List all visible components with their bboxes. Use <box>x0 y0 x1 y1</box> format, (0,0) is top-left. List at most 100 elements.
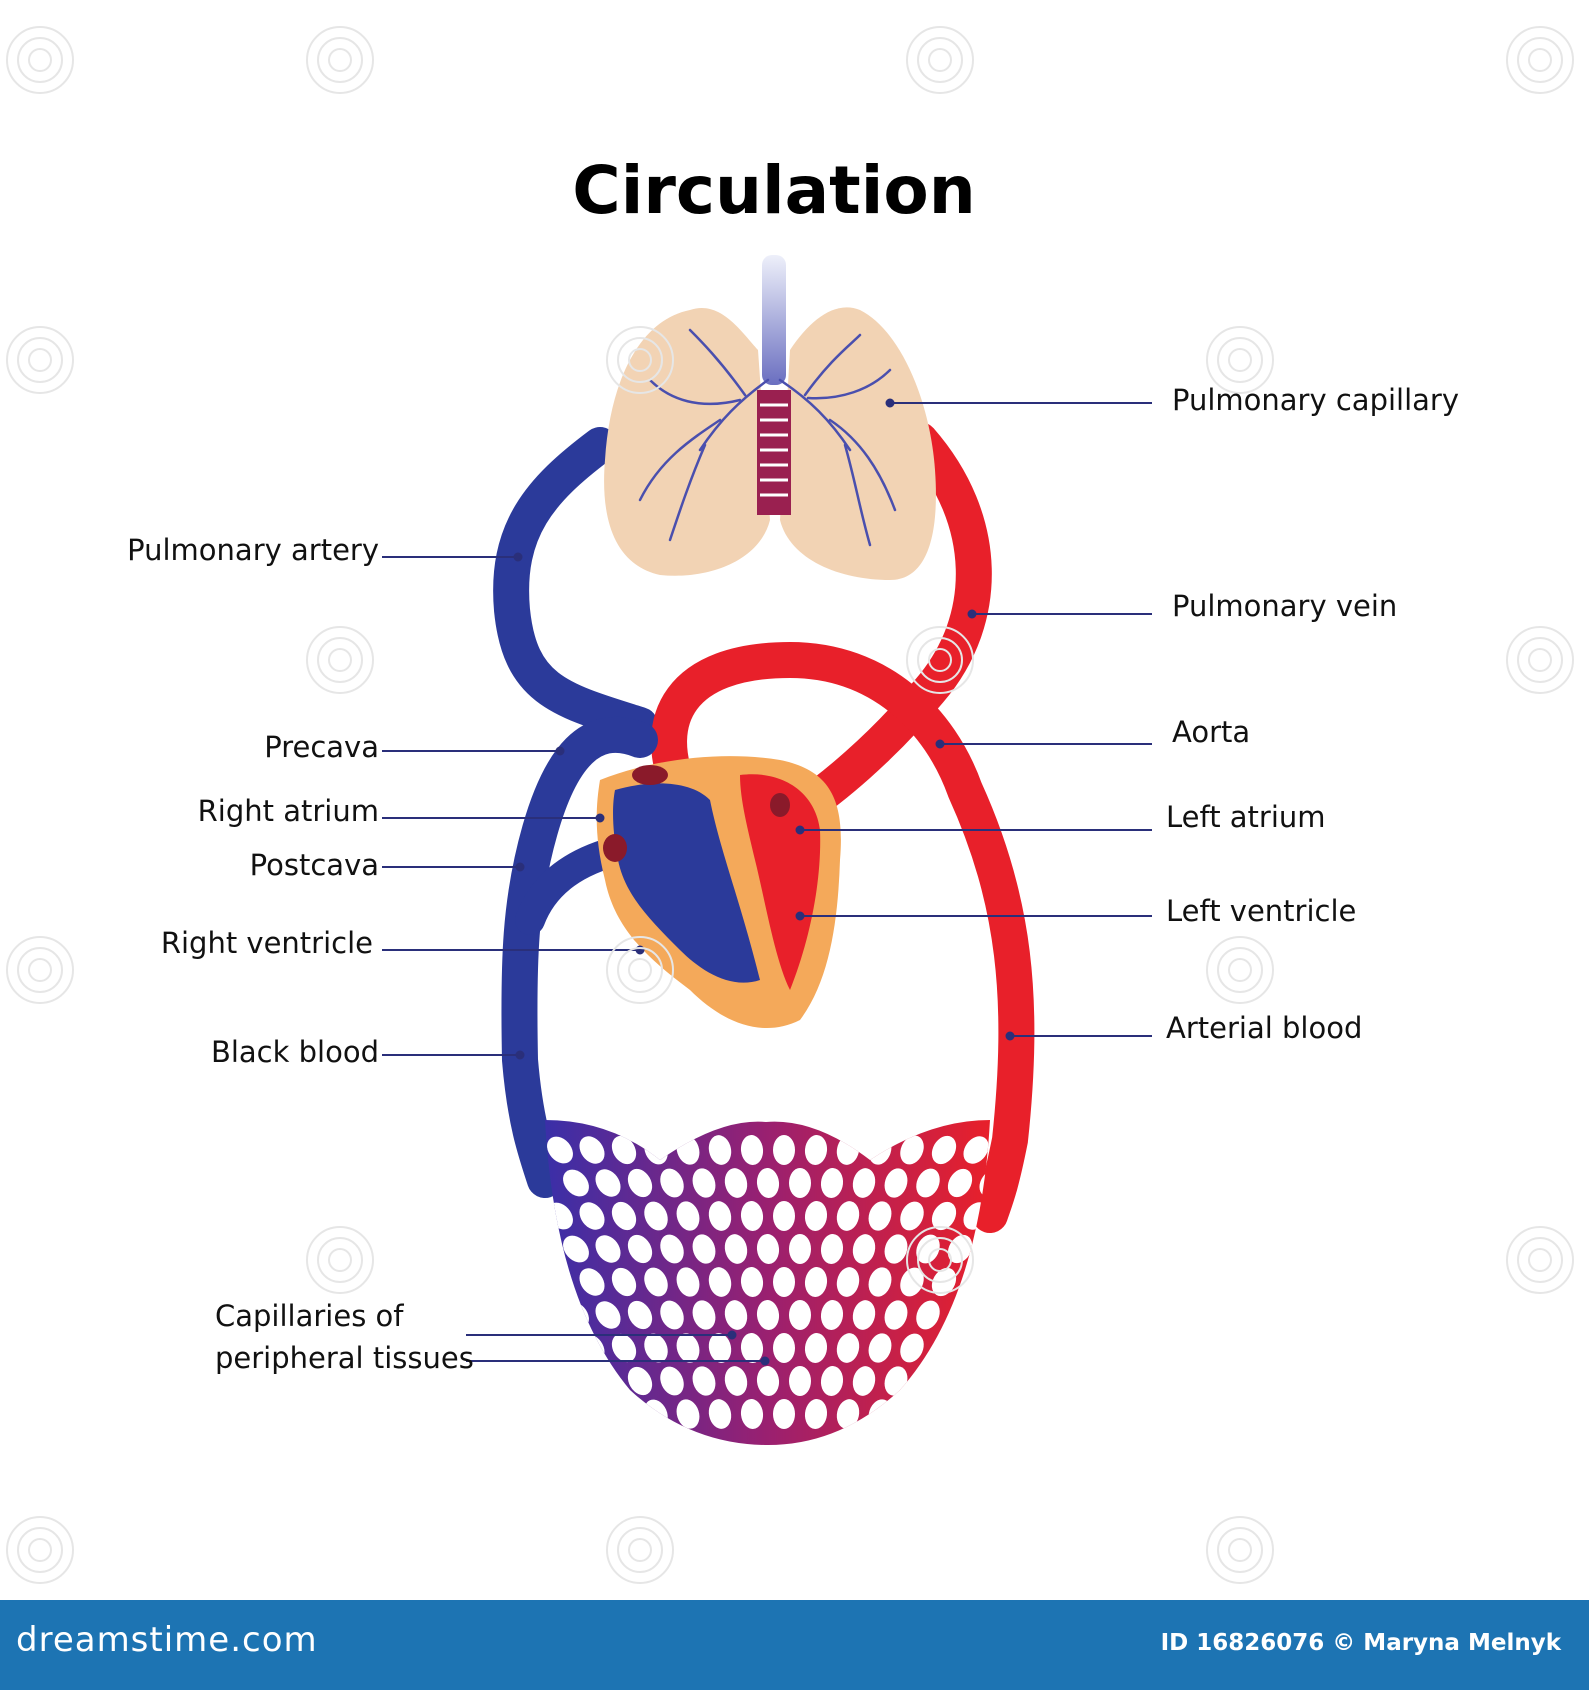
capillary-gap <box>579 1136 605 1164</box>
capillary-gap <box>740 1399 764 1429</box>
capillary-gap <box>789 1300 811 1330</box>
capillary-gap <box>676 1267 700 1297</box>
leader-dot <box>1005 1031 1015 1041</box>
label-pulmonary-artery: Pulmonary artery <box>127 533 379 567</box>
capillary-gap <box>979 1235 990 1263</box>
circulation-illustration <box>382 255 1152 1445</box>
footer-credit: ID 16826076 © Maryna Melnyk <box>1160 1630 1561 1656</box>
capillary-gap <box>884 1300 908 1330</box>
capillary-gap <box>804 1333 828 1363</box>
capillary-gap <box>708 1399 732 1429</box>
capillary-gap <box>692 1366 716 1396</box>
leader-dot <box>795 911 805 921</box>
capillary-gap <box>868 1201 892 1231</box>
footer-brand[interactable]: dreamstime.com <box>16 1620 318 1660</box>
capillary-gap <box>868 1267 892 1297</box>
capillary-gap <box>836 1201 860 1231</box>
capillary-gap <box>611 1201 637 1231</box>
label-right-ventricle: Right ventricle <box>160 926 373 960</box>
pulmonary-artery-vessel <box>493 427 658 743</box>
capillary-gap <box>676 1333 700 1363</box>
bronchial-tree <box>638 328 897 547</box>
capillary-gap <box>547 1136 573 1164</box>
capillary-gap <box>773 1135 795 1165</box>
capillary-gap <box>963 1400 989 1428</box>
leader-dot <box>935 739 945 749</box>
label-black-blood: Black blood <box>210 1035 379 1069</box>
capillary-gap <box>884 1168 908 1198</box>
heart <box>596 756 841 1029</box>
label-postcava: Postcava <box>249 848 379 882</box>
leader-dot <box>515 1050 525 1060</box>
capillary-gap <box>692 1234 716 1264</box>
capillary-gap <box>595 1169 621 1197</box>
capillary-gap <box>852 1168 876 1198</box>
capillary-gap <box>708 1267 732 1297</box>
leader-dot <box>967 609 977 619</box>
capillary-gap <box>804 1399 828 1429</box>
capillary-gap <box>724 1234 748 1264</box>
label-capillaries-line2: peripheral tissues <box>215 1341 474 1375</box>
capillary-gap <box>820 1234 844 1264</box>
capillary-gap <box>820 1366 844 1396</box>
vena-cava-opening <box>603 834 627 862</box>
capillary-gap <box>579 1400 605 1428</box>
capillary-gap <box>773 1267 795 1297</box>
capillary-gap <box>563 1235 589 1263</box>
capillary-gap <box>724 1300 748 1330</box>
diagram-title: Circulation <box>572 152 976 229</box>
label-right-atrium: Right atrium <box>197 794 379 828</box>
capillary-gap <box>852 1300 876 1330</box>
capillary-gap <box>900 1135 924 1165</box>
left-lung <box>604 308 770 576</box>
capillary-gap <box>773 1399 795 1429</box>
capillary-gap <box>644 1201 668 1231</box>
capillary-gap <box>708 1201 732 1231</box>
capillary-gap <box>708 1135 732 1165</box>
capillary-gap <box>916 1300 940 1330</box>
capillary-gap <box>547 1400 573 1428</box>
capillary-gap <box>804 1267 828 1297</box>
leader-dot <box>727 1330 737 1340</box>
aorta-vessel <box>651 641 1035 1233</box>
footer-bar: dreamstime.com ID 16826076 © Maryna Meln… <box>0 1600 1589 1690</box>
capillary-gap <box>676 1399 700 1429</box>
capillary-gap <box>611 1399 637 1429</box>
capillary-gap <box>660 1300 684 1330</box>
capillary-gap <box>724 1366 748 1396</box>
capillary-gap <box>820 1300 844 1330</box>
capillary-gap <box>627 1366 653 1396</box>
capillary-gap <box>676 1201 700 1231</box>
capillary-gap <box>820 1168 844 1198</box>
capillary-gap <box>931 1201 957 1231</box>
label-capillaries-line1: Capillaries of <box>215 1299 404 1333</box>
capillary-gap <box>644 1333 668 1363</box>
capillary-gap <box>789 1366 811 1396</box>
capillary-gap <box>852 1366 876 1396</box>
leader-dot <box>635 945 645 955</box>
capillary-gap <box>916 1168 940 1198</box>
leader-dot <box>885 398 895 408</box>
capillary-gap <box>660 1168 684 1198</box>
capillary-gap <box>660 1366 684 1396</box>
capillary-gap <box>579 1268 605 1296</box>
capillary-gap <box>724 1168 748 1198</box>
capillary-gap <box>756 1234 780 1264</box>
capillary-gap <box>756 1366 780 1396</box>
capillary-gap <box>627 1168 653 1198</box>
capillary-gap <box>692 1168 716 1198</box>
capillary-gap <box>931 1135 957 1165</box>
capillary-gap <box>836 1333 860 1363</box>
capillary-gap <box>931 1399 957 1429</box>
capillary-gap <box>563 1367 589 1395</box>
label-pulmonary-vein: Pulmonary vein <box>1172 589 1398 623</box>
capillary-gap <box>868 1333 892 1363</box>
right-heart-chambers <box>613 783 760 983</box>
capillary-gap <box>773 1333 795 1363</box>
capillary-gap <box>979 1301 990 1329</box>
capillary-gap <box>789 1168 811 1198</box>
capillary-gap <box>963 1334 989 1362</box>
peripheral-capillary-bed <box>545 1120 990 1445</box>
capillary-gap <box>692 1300 716 1330</box>
